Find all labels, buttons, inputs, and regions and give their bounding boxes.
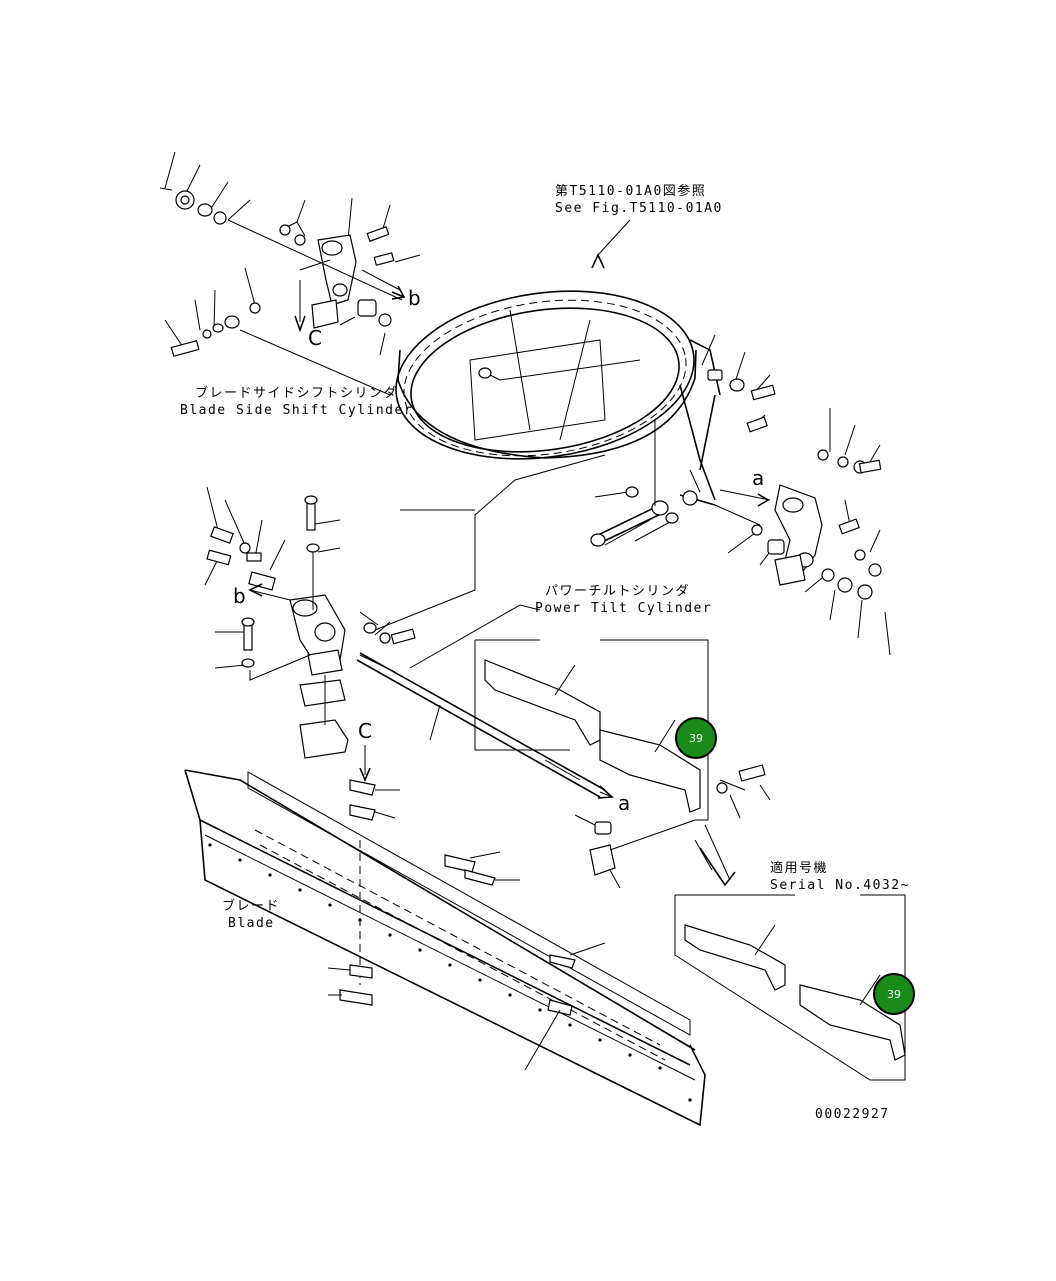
blade-bolt-holes xyxy=(208,843,692,1102)
drawing-number: 00022927 xyxy=(815,1107,890,1122)
callout-39-upper-circle xyxy=(675,717,717,759)
ref-letter-b-top: b xyxy=(408,286,421,310)
callout-39-lower-number: 39 xyxy=(887,988,901,1001)
serial-label-en: Serial No.4032~ xyxy=(770,878,910,893)
callout-39-upper[interactable]: 39 xyxy=(675,717,717,759)
side-shift-label-jp: ブレードサイドシフトシリンダ xyxy=(195,385,398,401)
tilt-bracket-parts-group xyxy=(590,334,891,656)
callout-39-lower-circle xyxy=(873,973,915,1015)
side-shift-parts-group xyxy=(159,151,421,396)
ref-letter-a-rod: a xyxy=(618,791,630,815)
tilt-rod xyxy=(356,652,614,799)
left-bracket-parts-group xyxy=(204,454,606,759)
serial-label-jp: 適用号機 xyxy=(770,860,828,876)
blade-assembly xyxy=(184,745,706,1127)
see-fig-label-jp: 第T5110-01A0図参照 xyxy=(555,183,706,199)
guard-inset-lower xyxy=(674,824,906,1081)
side-shift-label-en: Blade Side Shift Cylinder xyxy=(180,403,413,418)
blade-label-jp: ブレード xyxy=(222,898,280,914)
ref-letter-c-blade: C xyxy=(358,719,372,743)
see-fig-label-en: See Fig.T5110-01A0 xyxy=(555,201,723,216)
ref-letter-b-left: b xyxy=(233,584,246,608)
callout-39-lower[interactable]: 39 xyxy=(873,973,915,1015)
ref-letter-c-top: C xyxy=(308,326,322,350)
power-tilt-label-jp: パワーチルトシリンダ xyxy=(545,584,690,599)
circle-ring-assembly xyxy=(395,219,721,501)
guard-inset-upper xyxy=(474,639,771,889)
blade-label-en: Blade xyxy=(228,916,275,931)
ref-letter-a-right: a xyxy=(752,466,764,490)
power-tilt-label-en: Power Tilt Cylinder xyxy=(535,601,712,616)
callout-39-upper-number: 39 xyxy=(689,732,703,745)
